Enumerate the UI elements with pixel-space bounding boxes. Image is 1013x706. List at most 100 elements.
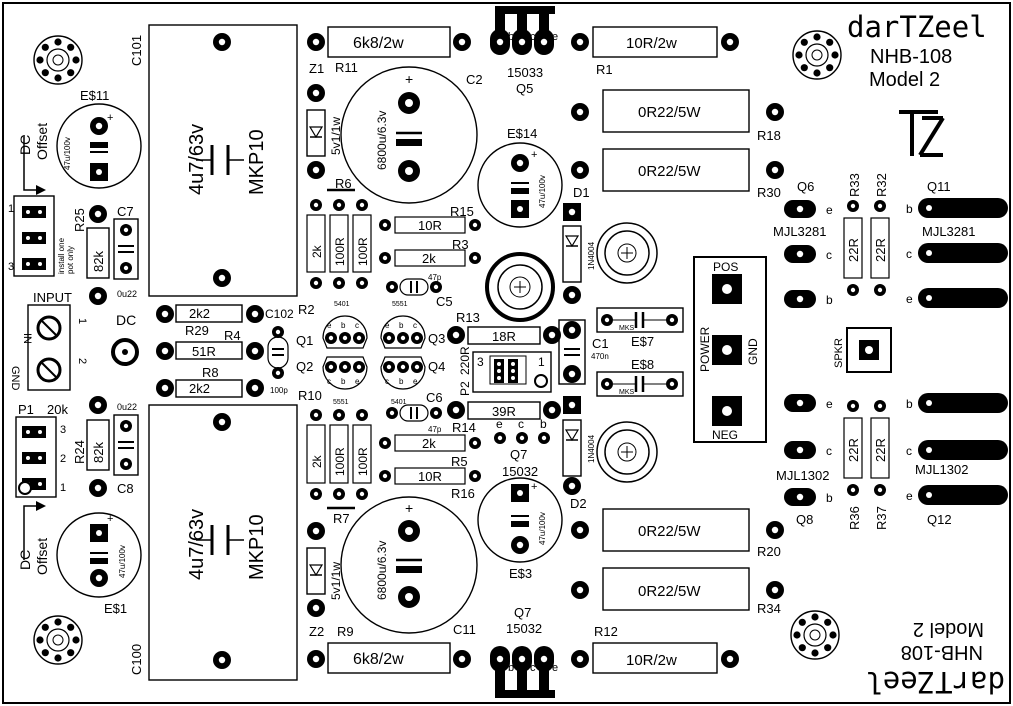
svg-text:22R: 22R [846, 438, 861, 462]
svg-text:0R22/5W: 0R22/5W [638, 104, 701, 121]
resistor-r18: 0R22/5W R18 [571, 89, 784, 143]
svg-text:10R/2w: 10R/2w [626, 35, 677, 52]
svg-text:3: 3 [477, 355, 484, 369]
cap-e8: MKS E$8 [596, 357, 684, 397]
svg-text:C5: C5 [436, 294, 453, 309]
resistor-r30: 0R22/5W R30 [571, 148, 784, 200]
svg-text:47u/100v: 47u/100v [538, 512, 547, 545]
cap-e14: + E$14 47u/100v [477, 126, 563, 228]
svg-text:2k: 2k [310, 244, 324, 258]
svg-text:R6: R6 [335, 176, 352, 191]
trimmer-p1[interactable]: P1 20k 3 2 1 [15, 402, 68, 498]
svg-text:0R22/5W: 0R22/5W [638, 523, 701, 540]
svg-text:Q11: Q11 [927, 179, 951, 194]
thermal-mount-d1 [596, 222, 658, 284]
svg-text:C102: C102 [265, 307, 294, 321]
svg-text:R30: R30 [757, 185, 781, 200]
svg-text:b: b [341, 377, 346, 386]
svg-text:5401: 5401 [391, 399, 407, 406]
svg-text:15033: 15033 [507, 65, 543, 80]
e1-value: 47u/100v [118, 545, 127, 578]
svg-text:R16: R16 [451, 486, 475, 501]
input-label: INPUT [33, 290, 72, 305]
svg-text:47u/100v: 47u/100v [538, 175, 547, 208]
svg-text:IN: IN [21, 333, 33, 344]
svg-text:82k: 82k [91, 442, 106, 463]
svg-text:MKP10: MKP10 [246, 514, 268, 580]
svg-text:5v1/1w: 5v1/1w [329, 117, 343, 155]
resistor-r36: 22R R36 [843, 400, 863, 530]
svg-text:c: c [385, 377, 389, 386]
power-connector[interactable]: POS POWER GND NEG [693, 256, 767, 443]
svg-text:2k: 2k [422, 251, 436, 266]
svg-text:Q12: Q12 [927, 512, 952, 527]
svg-text:C100: C100 [129, 644, 144, 675]
svg-text:e: e [826, 203, 833, 217]
svg-text:5401: 5401 [334, 301, 350, 308]
dc-jack[interactable]: DC [111, 312, 139, 366]
svg-text:POS: POS [713, 260, 738, 274]
resistor-array-r6: R6 2k 100R 100R R2 [298, 176, 372, 317]
svg-text:Q2: Q2 [296, 359, 313, 374]
svg-text:MJL1302: MJL1302 [776, 468, 829, 483]
svg-text:e: e [826, 397, 833, 411]
resistor-r34: 0R22/5W R34 [571, 567, 784, 616]
svg-text:R15: R15 [450, 204, 474, 219]
brand-block: darTZeel NHB-108 Model 2 darTZeel NHB-10… [847, 10, 1005, 699]
speaker-connector[interactable]: SPKR [833, 327, 892, 373]
svg-text:E$14: E$14 [507, 126, 537, 141]
svg-text:R34: R34 [757, 601, 781, 616]
svg-text:2k2: 2k2 [189, 381, 210, 396]
resistor-r24: R24 82k [72, 396, 110, 497]
input-connector[interactable]: INPUT IN GND 1 2 [9, 290, 88, 391]
cap-e7: MKS E$7 [596, 307, 684, 349]
svg-text:0R22/5W: 0R22/5W [638, 163, 701, 180]
svg-text:6800u/6.3v: 6800u/6.3v [375, 111, 389, 170]
dc-offset-bottom: DC Offset [17, 501, 50, 575]
transistor-q8: e c MJL1302 b Q8 [776, 394, 833, 527]
resistor-r33: R33 22R [843, 173, 863, 296]
trimmer-p2[interactable]: 3 1 P2 220R [458, 346, 552, 396]
svg-text:b: b [341, 321, 346, 330]
svg-text:c: c [530, 31, 536, 43]
svg-text:22R: 22R [873, 238, 888, 262]
svg-text:b: b [906, 202, 913, 216]
cap-c2: + C2 6800u/6.3v [340, 66, 483, 204]
svg-text:R20: R20 [757, 544, 781, 559]
svg-text:R37: R37 [874, 506, 889, 530]
svg-text:Offset: Offset [34, 538, 50, 575]
svg-text:R36: R36 [847, 506, 862, 530]
svg-text:1: 1 [538, 355, 545, 369]
resistor-r9: 6k8/2w R9 [307, 624, 471, 674]
resistor-r20: 0R22/5W R20 [571, 508, 784, 559]
svg-text:+: + [405, 71, 413, 87]
svg-text:+: + [531, 149, 537, 161]
transistor-q3: 5551 e b c Q3 [380, 301, 445, 349]
svg-text:c: c [826, 248, 832, 262]
model-code: NHB-108 [870, 46, 952, 68]
svg-text:R25: R25 [72, 208, 87, 232]
svg-text:e: e [496, 417, 503, 431]
svg-text:5v1/1w: 5v1/1w [329, 562, 343, 600]
zener-z2: Z2 5v1/1w [306, 522, 343, 639]
resistor-r37: 22R R37 [870, 400, 890, 530]
svg-text:22R: 22R [873, 438, 888, 462]
svg-text:3: 3 [60, 424, 66, 436]
svg-text:MKS: MKS [619, 325, 635, 332]
svg-text:DC: DC [17, 135, 33, 155]
offset-header-top[interactable]: 1 3 install one pot only [8, 195, 75, 277]
svg-text:470n: 470n [591, 352, 609, 361]
svg-text:e: e [552, 662, 558, 674]
svg-text:SPKR: SPKR [833, 338, 845, 368]
svg-text:NEG: NEG [712, 428, 738, 442]
cap-c6: C6 47p [386, 390, 443, 434]
resistor-r15: 10R R15 [379, 204, 481, 234]
svg-text:c: c [327, 377, 331, 386]
svg-text:+: + [405, 500, 413, 516]
svg-text:C8: C8 [117, 481, 134, 496]
svg-text:5551: 5551 [392, 301, 408, 308]
svg-text:1: 1 [60, 482, 66, 494]
svg-text:MKS: MKS [619, 389, 635, 396]
svg-text:C1: C1 [592, 336, 609, 351]
svg-text:e: e [385, 321, 390, 330]
